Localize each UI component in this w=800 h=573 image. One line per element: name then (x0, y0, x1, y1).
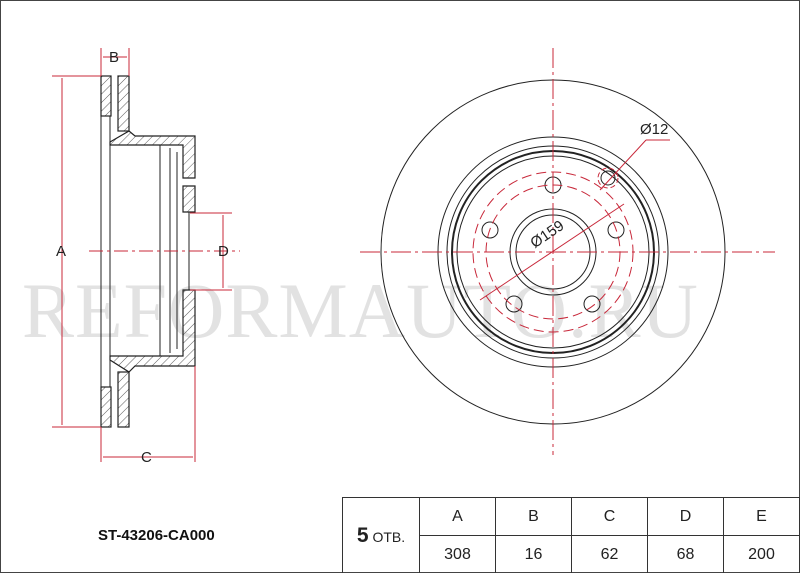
spec-table: 5 ОТВ. A B C D E 308 16 62 68 200 (342, 497, 800, 573)
dim-label-c: C (141, 449, 152, 466)
value-cell: 308 (419, 535, 496, 573)
dim-label-d: D (218, 243, 229, 260)
dim-label-hole: Ø12 (640, 121, 669, 138)
header-cell: A (419, 497, 496, 536)
value-cell: 62 (571, 535, 648, 573)
part-number: ST-43206-CA000 (98, 527, 215, 544)
value-cell: 16 (495, 535, 572, 573)
side-view (100, 75, 196, 428)
front-centerlines (360, 48, 775, 455)
holes-unit: ОТВ. (372, 528, 406, 545)
holes-count: 5 (356, 523, 369, 547)
value-cell: 68 (647, 535, 724, 573)
header-cell: E (723, 497, 800, 536)
dim-label-a: A (56, 243, 67, 260)
holes-cell: 5 ОТВ. (342, 497, 420, 573)
watermark: REFORMAUTO.RU (22, 267, 699, 354)
header-cell: D (647, 497, 724, 536)
header-cell: C (571, 497, 648, 536)
header-cell: B (495, 497, 572, 536)
value-cell: 200 (723, 535, 800, 573)
side-dimensions (52, 48, 240, 462)
dim-label-b: B (109, 49, 120, 66)
